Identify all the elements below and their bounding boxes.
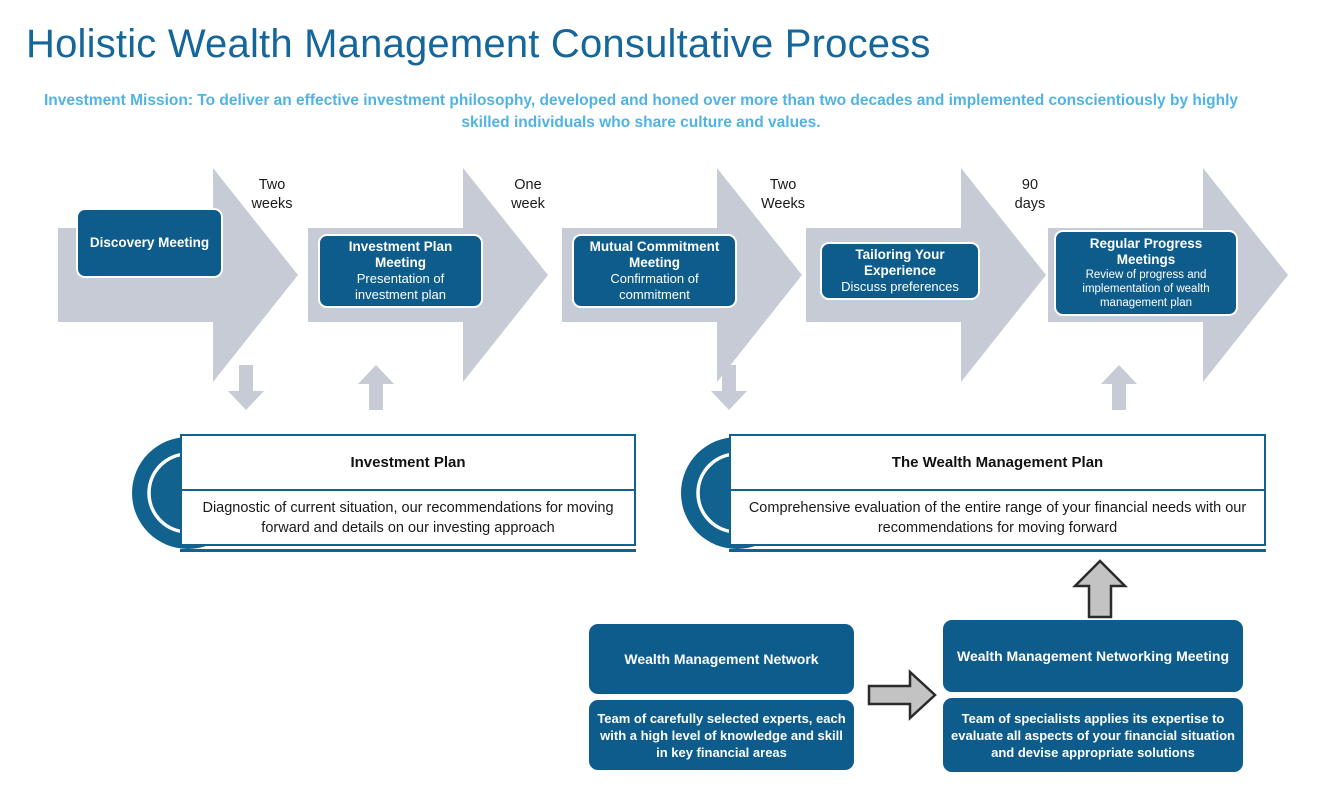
- stage-box-investment-plan-meeting[interactable]: Investment Plan Meeting Presentation of …: [318, 234, 483, 308]
- callout-heading: The Wealth Management Plan: [731, 436, 1264, 491]
- arrow-up-outlined: [1072, 558, 1128, 620]
- stage-subtitle: Review of progress and implementation of…: [1082, 269, 1210, 309]
- network-description: Team of carefully selected experts, each…: [589, 700, 854, 770]
- duration-label-3: Two Weeks: [760, 177, 806, 212]
- stage-subtitle: Confirmation of commitment: [610, 271, 699, 302]
- stage-box-discovery-meeting[interactable]: Discovery Meeting: [76, 208, 223, 278]
- process-chevron-2[interactable]: Investment Plan Meeting Presentation of …: [308, 168, 548, 382]
- connector-arrow-up-1: [358, 365, 394, 410]
- process-chevron-5[interactable]: Regular Progress Meetings Review of prog…: [1048, 168, 1288, 382]
- stage-title: Regular Progress Meetings: [1089, 236, 1203, 267]
- stage-box-mutual-commitment-meeting[interactable]: Mutual Commitment Meeting Confirmation o…: [572, 234, 737, 308]
- duration-label-1: Two weeks: [251, 177, 293, 212]
- duration-label-2: One week: [511, 177, 545, 212]
- arrow-right-outlined: [866, 669, 938, 721]
- stage-title: Tailoring Your Experience: [855, 247, 945, 278]
- connector-arrow-down-2: [711, 365, 747, 410]
- callout-description: Diagnostic of current situation, our rec…: [202, 499, 614, 536]
- network-description: Team of specialists applies its expertis…: [943, 698, 1243, 772]
- stage-box-regular-progress-meetings[interactable]: Regular Progress Meetings Review of prog…: [1054, 230, 1238, 316]
- page-title: Holistic Wealth Management Consultative …: [26, 22, 931, 66]
- connector-arrow-down-1: [228, 365, 264, 410]
- stage-title: Mutual Commitment Meeting: [589, 239, 720, 270]
- duration-label-4: 90 days: [1014, 177, 1046, 212]
- network-box-wealth-management-networking-meeting[interactable]: Wealth Management Networking Meeting Tea…: [943, 620, 1243, 772]
- callout-body: The Wealth Management Plan Comprehensive…: [729, 434, 1266, 546]
- stage-title: Investment Plan Meeting: [348, 239, 453, 270]
- stage-title: Discovery Meeting: [89, 235, 210, 250]
- stage-box-tailoring-your-experience[interactable]: Tailoring Your Experience Discuss prefer…: [820, 242, 980, 300]
- network-heading: Wealth Management Networking Meeting: [943, 620, 1243, 692]
- callout-heading: Investment Plan: [182, 436, 634, 491]
- callout-underline: [729, 549, 1266, 552]
- process-chevron-3[interactable]: Mutual Commitment Meeting Confirmation o…: [562, 168, 802, 382]
- stage-subtitle: Discuss preferences: [841, 279, 959, 294]
- connector-arrow-up-2: [1101, 365, 1137, 410]
- process-chevron-1[interactable]: Discovery Meeting: [58, 168, 298, 382]
- process-chevron-4[interactable]: Tailoring Your Experience Discuss prefer…: [806, 168, 1046, 382]
- callout-wealth-management-plan[interactable]: The Wealth Management Plan Comprehensive…: [681, 434, 1266, 552]
- stage-subtitle: Presentation of investment plan: [354, 271, 447, 302]
- investment-mission-statement: Investment Mission: To deliver an effect…: [43, 92, 1239, 131]
- callout-underline: [180, 549, 636, 552]
- callout-investment-plan[interactable]: Investment Plan Diagnostic of current si…: [132, 434, 636, 552]
- callout-body: Investment Plan Diagnostic of current si…: [180, 434, 636, 546]
- callout-description: Comprehensive evaluation of the entire r…: [748, 499, 1247, 536]
- network-heading: Wealth Management Network: [589, 624, 854, 694]
- network-box-wealth-management-network[interactable]: Wealth Management Network Team of carefu…: [589, 624, 854, 770]
